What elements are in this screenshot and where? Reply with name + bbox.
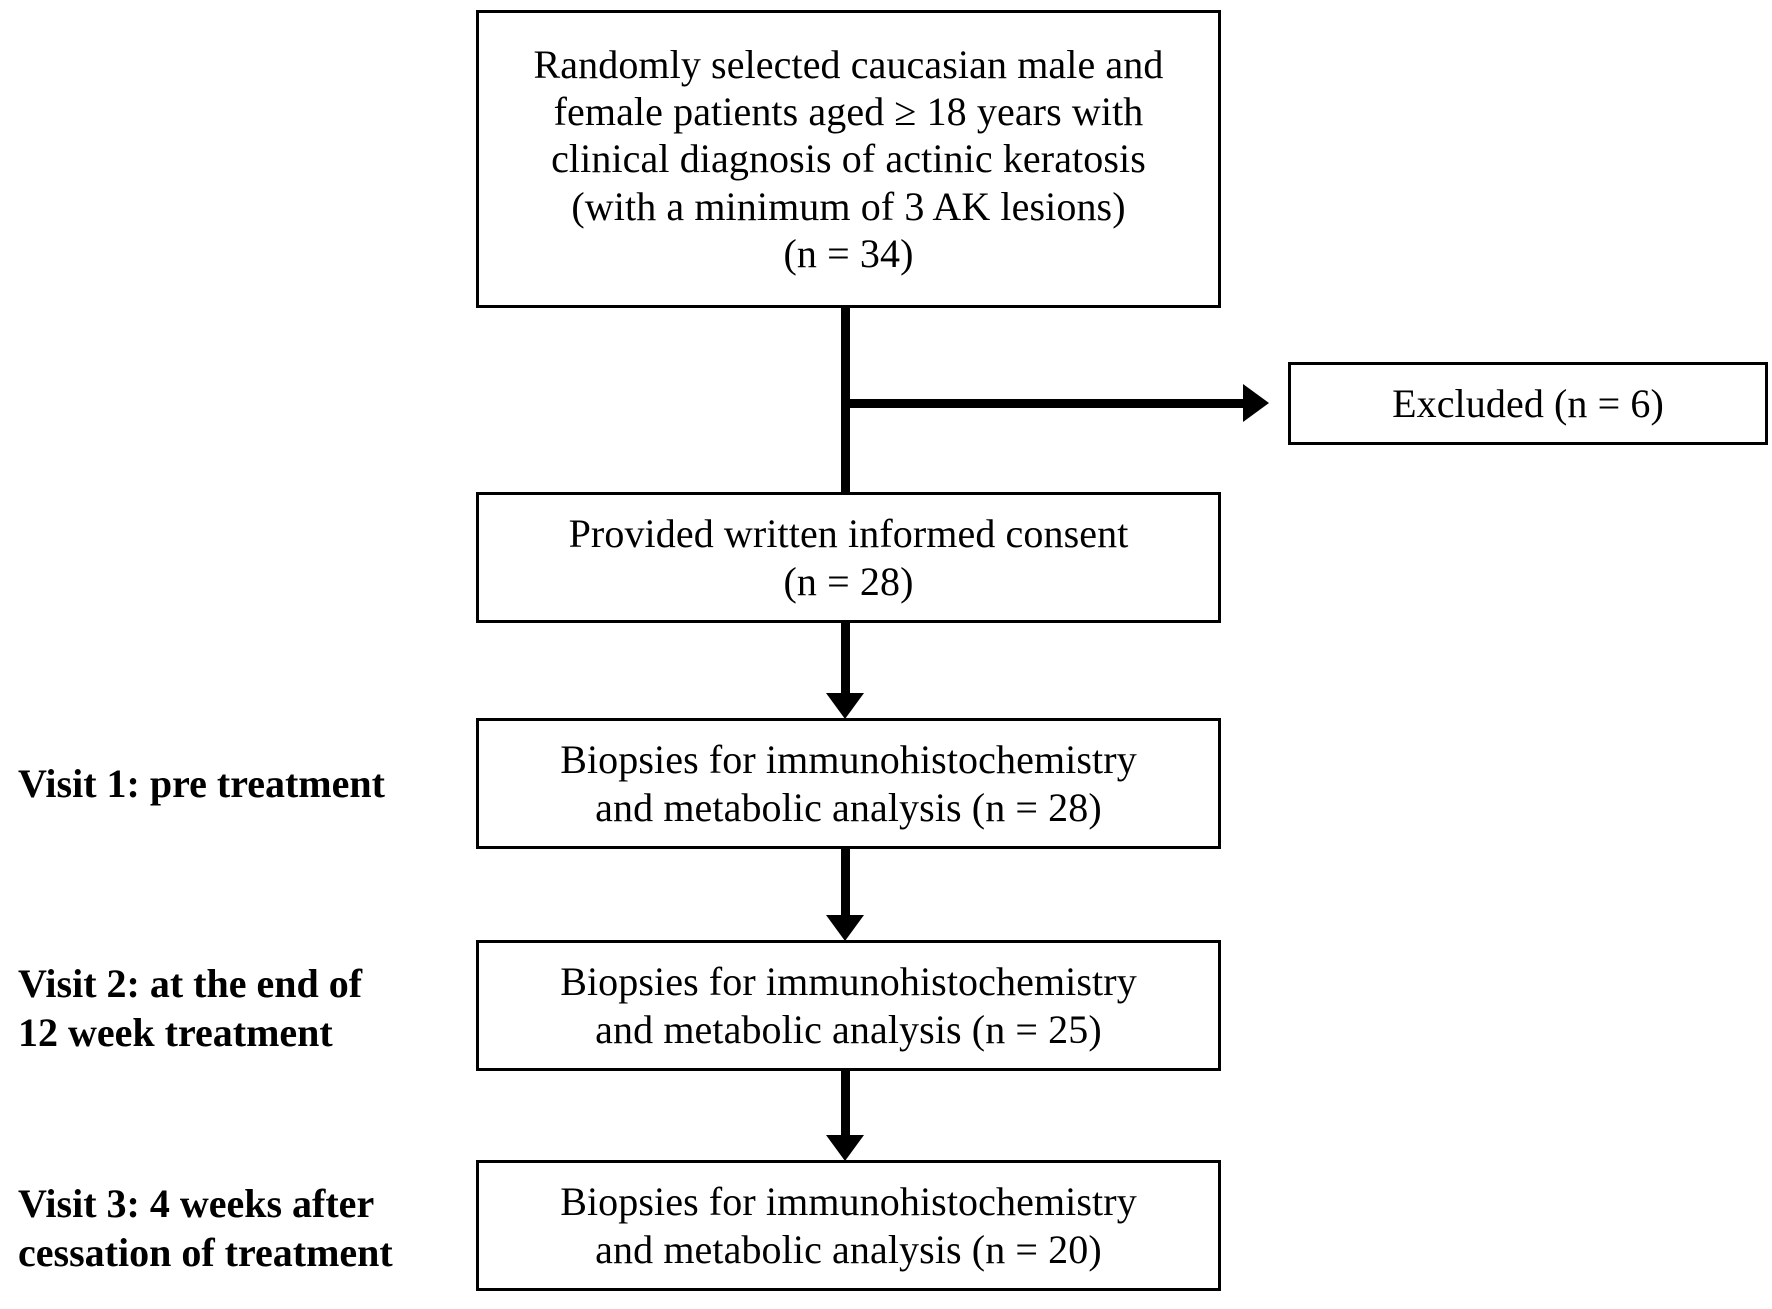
connector-visit2-to-visit3 — [841, 1071, 850, 1137]
node-eligibility: Randomly selected caucasian male and fem… — [476, 10, 1221, 308]
node-consent-count: (n = 28) — [783, 558, 914, 604]
node-visit1-line-1: Biopsies for immunohistochemistry — [560, 737, 1137, 783]
node-visit2-line-2: and metabolic analysis (n = 25) — [595, 1006, 1102, 1052]
node-consent: Provided written informed consent (n = 2… — [476, 492, 1221, 623]
node-visit2-line-1: Biopsies for immunohistochemistry — [560, 959, 1137, 1005]
node-visit1-biopsies: Biopsies for immunohistochemistry and me… — [476, 718, 1221, 849]
visit-label-3: Visit 3: 4 weeks after cessation of trea… — [18, 1180, 393, 1278]
arrow-down-icon-visit3 — [826, 1135, 864, 1161]
visit-label-1-line-1: Visit 1: pre treatment — [18, 761, 385, 806]
node-eligibility-line-4: (with a minimum of 3 AK lesions) — [571, 183, 1126, 229]
node-eligibility-count: (n = 34) — [783, 230, 914, 276]
connector-visit1-to-visit2 — [841, 849, 850, 917]
node-eligibility-line-3: clinical diagnosis of actinic keratosis — [551, 136, 1146, 182]
connector-consent-to-visit1 — [841, 623, 850, 695]
node-visit3-line-1: Biopsies for immunohistochemistry — [560, 1179, 1137, 1225]
node-consent-line-1: Provided written informed consent — [568, 511, 1129, 557]
visit-label-2-line-2: 12 week treatment — [18, 1009, 333, 1055]
visit-label-3-line-1: Visit 3: 4 weeks after — [18, 1181, 375, 1226]
visit-label-2-line-1: Visit 2: at the end of — [18, 961, 363, 1006]
node-visit1-line-2: and metabolic analysis (n = 28) — [595, 784, 1102, 830]
node-eligibility-line-2: female patients aged ≥ 18 years with — [553, 89, 1144, 135]
visit-label-3-line-2: cessation of treatment — [18, 1229, 393, 1275]
node-visit2-biopsies: Biopsies for immunohistochemistry and me… — [476, 940, 1221, 1071]
arrow-down-icon-visit1 — [826, 693, 864, 719]
node-excluded-label: Excluded (n = 6) — [1392, 380, 1664, 426]
node-visit3-biopsies: Biopsies for immunohistochemistry and me… — [476, 1160, 1221, 1291]
visit-label-2: Visit 2: at the end of 12 week treatment — [18, 960, 362, 1058]
visit-label-1: Visit 1: pre treatment — [18, 760, 385, 809]
arrow-right-icon-excluded — [1243, 384, 1269, 422]
connector-eligibility-to-excluded — [841, 399, 1245, 408]
node-excluded: Excluded (n = 6) — [1288, 362, 1768, 445]
node-visit3-line-2: and metabolic analysis (n = 20) — [595, 1226, 1102, 1272]
arrow-down-icon-visit2 — [826, 915, 864, 941]
node-eligibility-line-1: Randomly selected caucasian male and — [533, 42, 1164, 88]
